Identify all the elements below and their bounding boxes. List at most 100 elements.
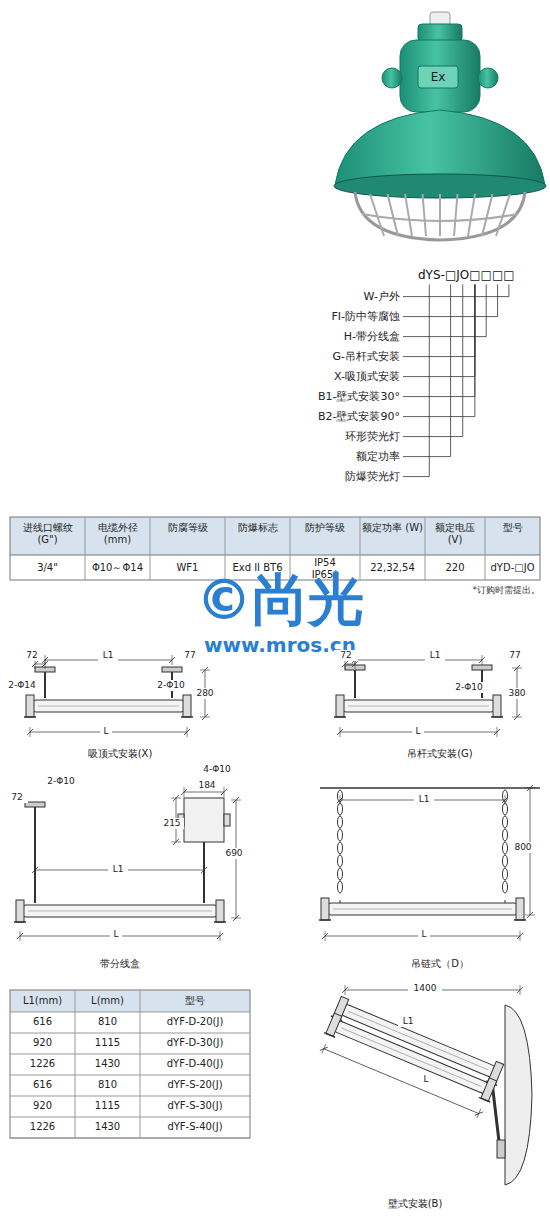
table-cell: 22,32,54 [362,562,423,574]
foot [491,716,503,718]
guard-bar [439,194,441,236]
figure-caption: 吸顶式安装(X) [60,748,180,760]
table-cell: dYF-S-30(J) [142,1100,248,1112]
dimension-label: 72 [20,650,44,661]
table-cell: 3/4" [12,562,83,574]
pendant-rod [203,842,205,903]
model-code: dYS-□JO□□□□ [418,268,546,282]
dimension-label: 380 [505,688,529,699]
lamp-tube [332,1019,492,1095]
extension-line [482,655,483,665]
leader-line [462,284,463,436]
dimension-line [324,1049,479,1114]
table-rule [10,1012,250,1013]
extension-line [525,915,535,916]
figure-caption: 带分线盒 [70,958,170,970]
dimension-label: L1 [108,864,128,875]
table-header: 型号 [487,522,538,534]
leader-line [403,356,475,357]
dimension-label: 77 [505,650,525,661]
code-meaning: W-户外 [288,290,400,303]
table-cell: dYF-D-20(J) [142,1016,248,1028]
extension-line [340,795,341,805]
chain-link [338,855,343,867]
pendant-rod [34,807,36,903]
extension-line [200,670,210,671]
dimension-label: 800 [510,842,536,853]
dimension-line [35,664,45,665]
chain-link [503,868,508,880]
foot [514,919,526,921]
dimension-label: L1 [98,650,118,661]
foot [319,919,331,921]
dimension-label: 1400 [408,983,442,994]
extension-line [520,931,521,941]
code-meaning: FI-防中等腐蚀 [288,310,400,323]
end-cap [16,900,24,922]
table-header: 电缆外径 (mm) [87,522,148,546]
extension-line [220,931,221,941]
dimension-label: 77 [180,650,200,661]
end-cap [481,1078,497,1101]
table-rule [85,517,86,580]
extension-line [497,727,498,737]
leader-line [508,284,509,296]
code-meaning: 防爆荧光灯 [288,470,400,483]
dimension-label: 72 [6,792,28,803]
chain-link [338,842,343,854]
tube-line [28,911,212,912]
header-band [10,517,540,555]
foot [214,921,226,923]
table-cell: dYD-□JO [487,562,538,574]
leader-line [403,436,463,437]
table-cell: 616 [12,1016,73,1028]
mount-plate [25,802,45,807]
dimension-label: 2-Φ10 [40,776,82,787]
table-header: 防腐等级 [152,522,223,534]
tilted-dimension [319,1043,483,1119]
table-cell: 1115 [77,1037,138,1049]
nameplate [418,66,458,88]
table-cell: 1226 [12,1121,73,1133]
table-header: 防护等级 [292,522,358,534]
extension-line [172,655,173,665]
table-rule [10,1054,250,1055]
dimension-label: 2-Φ14 [2,680,42,691]
lamp-tube [340,700,497,712]
dimension-label: L1 [414,794,434,805]
extension-line [322,1044,326,1053]
chain-link [338,881,343,893]
table-rule [425,517,426,580]
wall-plate [505,1005,532,1185]
code-meaning: G-吊杆式安装 [288,350,400,363]
leader-line [403,416,475,417]
guard-bar [468,194,475,236]
table-cell: 1115 [77,1100,138,1112]
table-cell: 616 [12,1079,73,1091]
dimension-label: 4-Φ10 [196,764,238,775]
end-cap [26,695,34,717]
dimension-tick [320,1045,328,1053]
table-rule [150,517,151,580]
extension-line [512,717,522,718]
dimension-label: 690 [222,848,246,859]
table-cell: 810 [77,1016,138,1028]
dimension-label: 215 [160,818,184,829]
foot [24,716,36,718]
table-header: L1(mm) [12,995,73,1007]
end-cap [516,898,524,920]
table-header: 进线口螺纹 (G") [12,522,83,546]
tilted-lamp [324,996,505,1102]
dimension-label: L [110,929,122,940]
table-rule [10,555,540,556]
dimension-label: L [418,929,430,940]
extension-line [477,1109,481,1118]
extension-line [525,788,535,789]
guard-cage [355,192,525,240]
mount-plate [472,665,492,670]
foot [334,716,346,718]
foot [479,1097,490,1102]
dimension-label: 72 [334,650,358,661]
tube-line [348,706,489,707]
leader-line [403,336,486,337]
